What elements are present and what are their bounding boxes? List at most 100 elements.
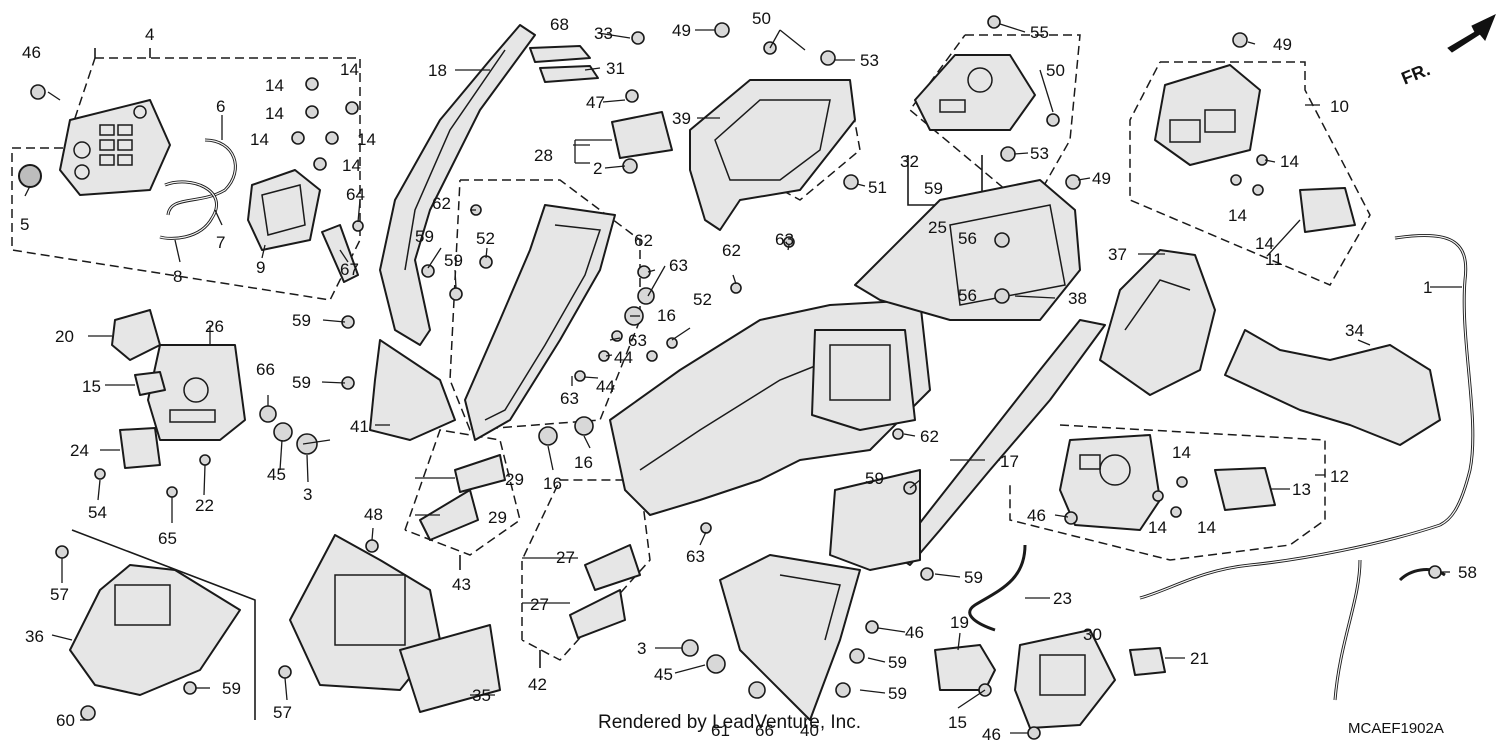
diagram-code: MCAEF1902A: [1348, 720, 1444, 737]
pad-27-upper: [584, 544, 641, 591]
callout-61: 61: [711, 721, 730, 740]
callout-16b: 16: [543, 474, 562, 493]
callout-63a: 63: [669, 256, 688, 275]
side-trim-18: [379, 24, 536, 346]
callout-14d: 14: [250, 130, 269, 149]
callout-39: 39: [672, 109, 691, 128]
callout-27a: 27: [556, 548, 575, 567]
callout-52b: 52: [693, 290, 712, 309]
cable-1: [1139, 233, 1475, 701]
callout-44b: 44: [596, 377, 615, 396]
group-4-outline: [11, 48, 361, 301]
top-panel-38: [854, 179, 1081, 321]
clip-15: [134, 371, 166, 396]
callout-30: 30: [1083, 625, 1102, 644]
callout-49c: 49: [1273, 35, 1292, 54]
switch-box-30: [1014, 629, 1116, 729]
callout-25: 25: [928, 218, 947, 237]
group-43-outline: [404, 429, 521, 570]
panel-26: [147, 344, 246, 441]
callout-63b: 63: [775, 230, 794, 249]
callout-62c: 62: [722, 241, 741, 260]
bracket-24: [119, 427, 161, 469]
callout-38: 38: [1068, 289, 1087, 308]
callout-15b: 15: [948, 713, 967, 732]
group-36-outline: [71, 529, 256, 720]
group-42-outline: [521, 479, 651, 668]
callout-57b: 57: [273, 703, 292, 722]
callout-59i: 59: [888, 653, 907, 672]
callout-14l: 14: [1197, 518, 1216, 537]
callout-26: 26: [205, 317, 224, 336]
callout-43: 43: [452, 575, 471, 594]
callout-60: 60: [56, 711, 75, 730]
callout-44a: 44: [614, 348, 633, 367]
callout-55: 55: [1030, 23, 1049, 42]
callout-66b: 66: [755, 721, 774, 740]
callout-14g: 14: [1280, 152, 1299, 171]
callout-5: 5: [20, 215, 29, 234]
callout-59j: 59: [888, 684, 907, 703]
left-switch-panel: [59, 99, 171, 196]
callout-45a: 45: [267, 465, 286, 484]
callout-48: 48: [364, 505, 383, 524]
callout-14k: 14: [1148, 518, 1167, 537]
callout-14h: 14: [1228, 206, 1247, 225]
callout-14c: 14: [265, 104, 284, 123]
callout-66a: 66: [256, 360, 275, 379]
callout-46b: 46: [1027, 506, 1046, 525]
cover-25: [914, 54, 1036, 131]
callout-27b: 27: [530, 595, 549, 614]
console-39: [689, 79, 856, 231]
wire-23: [968, 544, 1027, 632]
callout-63e: 63: [686, 547, 705, 566]
cover-34: [1224, 329, 1441, 446]
callout-14j: 14: [1172, 443, 1191, 462]
callout-46a: 46: [22, 43, 41, 62]
switch-19: [934, 644, 996, 691]
emblem-31: [539, 65, 599, 83]
side-trim-17: [894, 319, 1106, 566]
pad-29-upper: [454, 454, 506, 493]
callout-3b: 3: [637, 639, 646, 658]
callout-53a: 53: [860, 51, 879, 70]
callout-33: 33: [594, 24, 613, 43]
callout-49b: 49: [1092, 169, 1111, 188]
grommet-21: [1129, 647, 1166, 676]
callout-64: 64: [346, 185, 365, 204]
callout-59b: 59: [444, 251, 463, 270]
callout-68: 68: [550, 15, 569, 34]
switch-20: [111, 309, 161, 361]
callout-42: 42: [528, 675, 547, 694]
callout-45b: 45: [654, 665, 673, 684]
bracket-28: [611, 111, 673, 159]
callout-10: 10: [1330, 97, 1349, 116]
audio-unit-10: [1154, 64, 1261, 166]
callout-4: 4: [145, 25, 154, 44]
callout-63d: 63: [560, 389, 579, 408]
callout-57a: 57: [50, 585, 69, 604]
callout-47: 47: [586, 93, 605, 112]
callout-20: 20: [55, 327, 74, 346]
front-direction-label: FR.: [1398, 59, 1432, 88]
callout-46c: 46: [905, 623, 924, 642]
callout-3: 3: [303, 485, 312, 504]
callout-16c: 16: [574, 453, 593, 472]
callout-62b: 62: [634, 231, 653, 250]
group-41-outline: [449, 179, 641, 431]
speaker-11: [1299, 187, 1356, 233]
callout-32: 32: [900, 152, 919, 171]
callout-59c: 59: [292, 311, 311, 330]
callout-41: 41: [350, 417, 369, 436]
callout-29a: 29: [505, 470, 524, 489]
leader-lines: [24, 23, 1462, 734]
callout-50b: 50: [1046, 61, 1065, 80]
callout-14b: 14: [340, 60, 359, 79]
callout-11: 11: [1265, 250, 1283, 269]
harness-6-7-8: [159, 138, 237, 240]
callout-49a: 49: [672, 21, 691, 40]
lower-trim-41: [369, 339, 456, 441]
callout-12: 12: [1330, 467, 1349, 486]
trim-68: [529, 45, 591, 63]
cover-13: [1214, 467, 1276, 511]
